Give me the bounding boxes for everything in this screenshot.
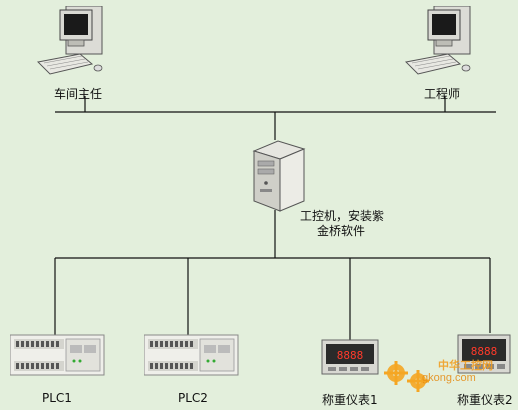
plc1-label: PLC1: [42, 391, 72, 405]
display-digits: 8888: [471, 345, 498, 358]
weighing-indicator-1-label: 称重仪表1: [322, 393, 378, 407]
weighing-indicator-icon: 8888: [321, 339, 379, 375]
workshop-director-computer: [30, 5, 110, 88]
server-label-line1: 工控机，安装紫: [300, 209, 385, 223]
watermark-brand: 中华工控网: [438, 360, 493, 372]
weighing-indicator-2-label: 称重仪表2: [457, 393, 513, 407]
engineer-computer: [398, 5, 478, 88]
display-digits: 8888: [337, 349, 364, 362]
weighing-indicator-1: 8888: [320, 338, 380, 382]
weighing-indicator-icon: 8888: [457, 334, 511, 374]
plc-module-icon: [143, 334, 239, 376]
plc2-device: [143, 333, 240, 381]
gear-icon: [384, 361, 429, 392]
server-label-line2: 金桥软件: [317, 224, 366, 238]
plc2-label: PLC2: [178, 391, 208, 405]
workshop-director-label: 车间主任: [54, 87, 103, 101]
plc1-device: [9, 333, 106, 381]
industrial-pc-server: [248, 137, 308, 219]
server-tower-icon: [252, 140, 306, 212]
watermark-url: gkong.com: [422, 372, 476, 384]
watermark-logo: [382, 355, 432, 399]
plc-module-icon: [9, 334, 105, 376]
desktop-computer-icon: [404, 5, 471, 75]
desktop-computer-icon: [36, 5, 103, 75]
weighing-indicator-2: 8888: [456, 333, 512, 381]
engineer-label: 工程师: [424, 87, 461, 101]
